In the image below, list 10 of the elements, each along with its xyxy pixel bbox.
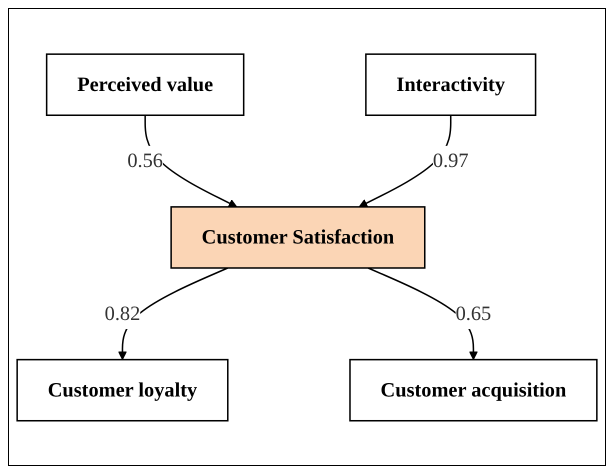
node-box — [170, 206, 426, 268]
edge-label: 0.97 — [432, 149, 469, 172]
edge-label: 0.65 — [456, 302, 492, 325]
diagram: 0.56 0.97 0.82 0.65 Perceived value Interactivity Customer Satisfaction Customer loyalty Customer acquisition — [9, 46, 605, 428]
node-box — [365, 52, 536, 116]
node-box — [349, 358, 598, 422]
edge-label: 0.82 — [104, 302, 140, 325]
node-box — [16, 358, 229, 422]
edge-label: 0.56 — [127, 149, 163, 172]
node-box — [46, 52, 244, 116]
